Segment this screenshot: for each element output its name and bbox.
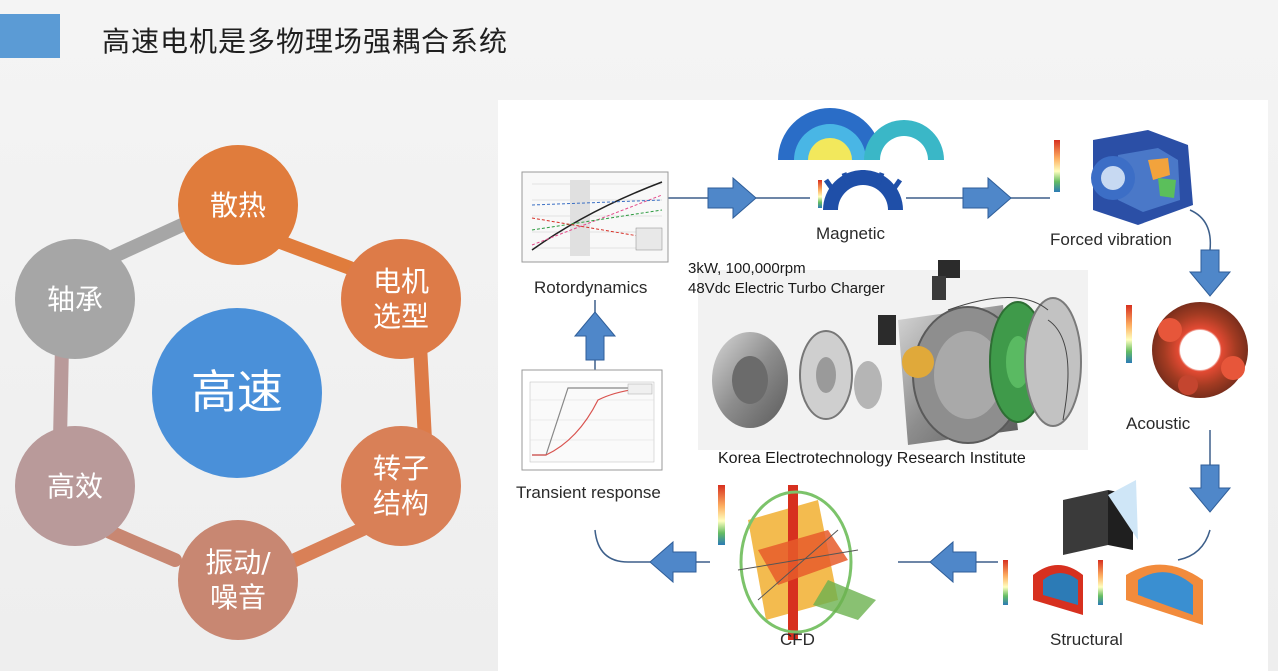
center-node: 高速 [152, 308, 322, 478]
node-bearing: 轴承 [15, 239, 135, 359]
node-high-efficiency: 高效 [15, 426, 135, 546]
label-transient-response: Transient response [516, 483, 661, 502]
slide-title: 高速电机是多物理场强耦合系统 [102, 25, 509, 58]
flow-line [1177, 529, 1211, 561]
cycle-ring [53, 218, 432, 567]
label-structural: Structural [1050, 630, 1123, 649]
arrow-right-icon [962, 176, 1012, 220]
ring-segment [268, 233, 357, 275]
forced-vibration-thumbnail [1054, 130, 1193, 225]
ring-segment [103, 218, 189, 265]
structural-thumbnail [1003, 480, 1203, 625]
node-vibration-noise: 振动/ 噪音 [178, 520, 298, 640]
cfd-thumbnail [718, 485, 876, 640]
diagram-graphics [521, 108, 1248, 640]
coupling-cycle: 高速 散热 电机 选型 转子 结构 振动/ 噪音 高效 轴承 [0, 0, 500, 671]
label-acoustic: Acoustic [1126, 414, 1191, 433]
node-heat-dissipation: 散热 [178, 145, 298, 265]
magnetic-thumbnail [778, 108, 944, 210]
rotordynamics-thumbnail [521, 171, 669, 263]
arrow-up-icon [573, 311, 617, 361]
ring-segment [53, 338, 69, 447]
arrow-down-icon [1188, 249, 1232, 297]
flow-line [594, 529, 710, 563]
label-forced-vibration: Forced vibration [1050, 230, 1172, 249]
arrow-down-icon [1188, 464, 1232, 513]
ring-segment [288, 521, 372, 567]
node-motor-selection: 电机 选型 [341, 239, 461, 359]
label-rotordynamics: Rotordynamics [534, 278, 648, 297]
arrow-left-icon [649, 540, 697, 584]
turbo-charger-illustration [698, 260, 1088, 450]
node-rotor-structure: 转子 结构 [341, 426, 461, 546]
title-accent-bar [0, 14, 60, 58]
ring-segment [103, 525, 182, 567]
turbo-title-line2: 48Vdc Electric Turbo Charger [688, 280, 885, 297]
turbo-caption: Korea Electrotechnology Research Institu… [718, 450, 1026, 467]
acoustic-thumbnail [1126, 302, 1248, 398]
flow-line [1189, 209, 1212, 251]
multiphysics-diagram: Rotordynamics Magnetic Forced vibration … [498, 100, 1268, 671]
ring-segment [413, 338, 432, 447]
label-cfd: CFD [780, 630, 815, 649]
turbo-title-line1: 3kW, 100,000rpm [688, 260, 806, 277]
label-magnetic: Magnetic [816, 224, 885, 243]
arrow-left-icon [929, 540, 977, 584]
arrow-right-icon [707, 176, 757, 220]
transient-response-thumbnail [521, 369, 663, 471]
